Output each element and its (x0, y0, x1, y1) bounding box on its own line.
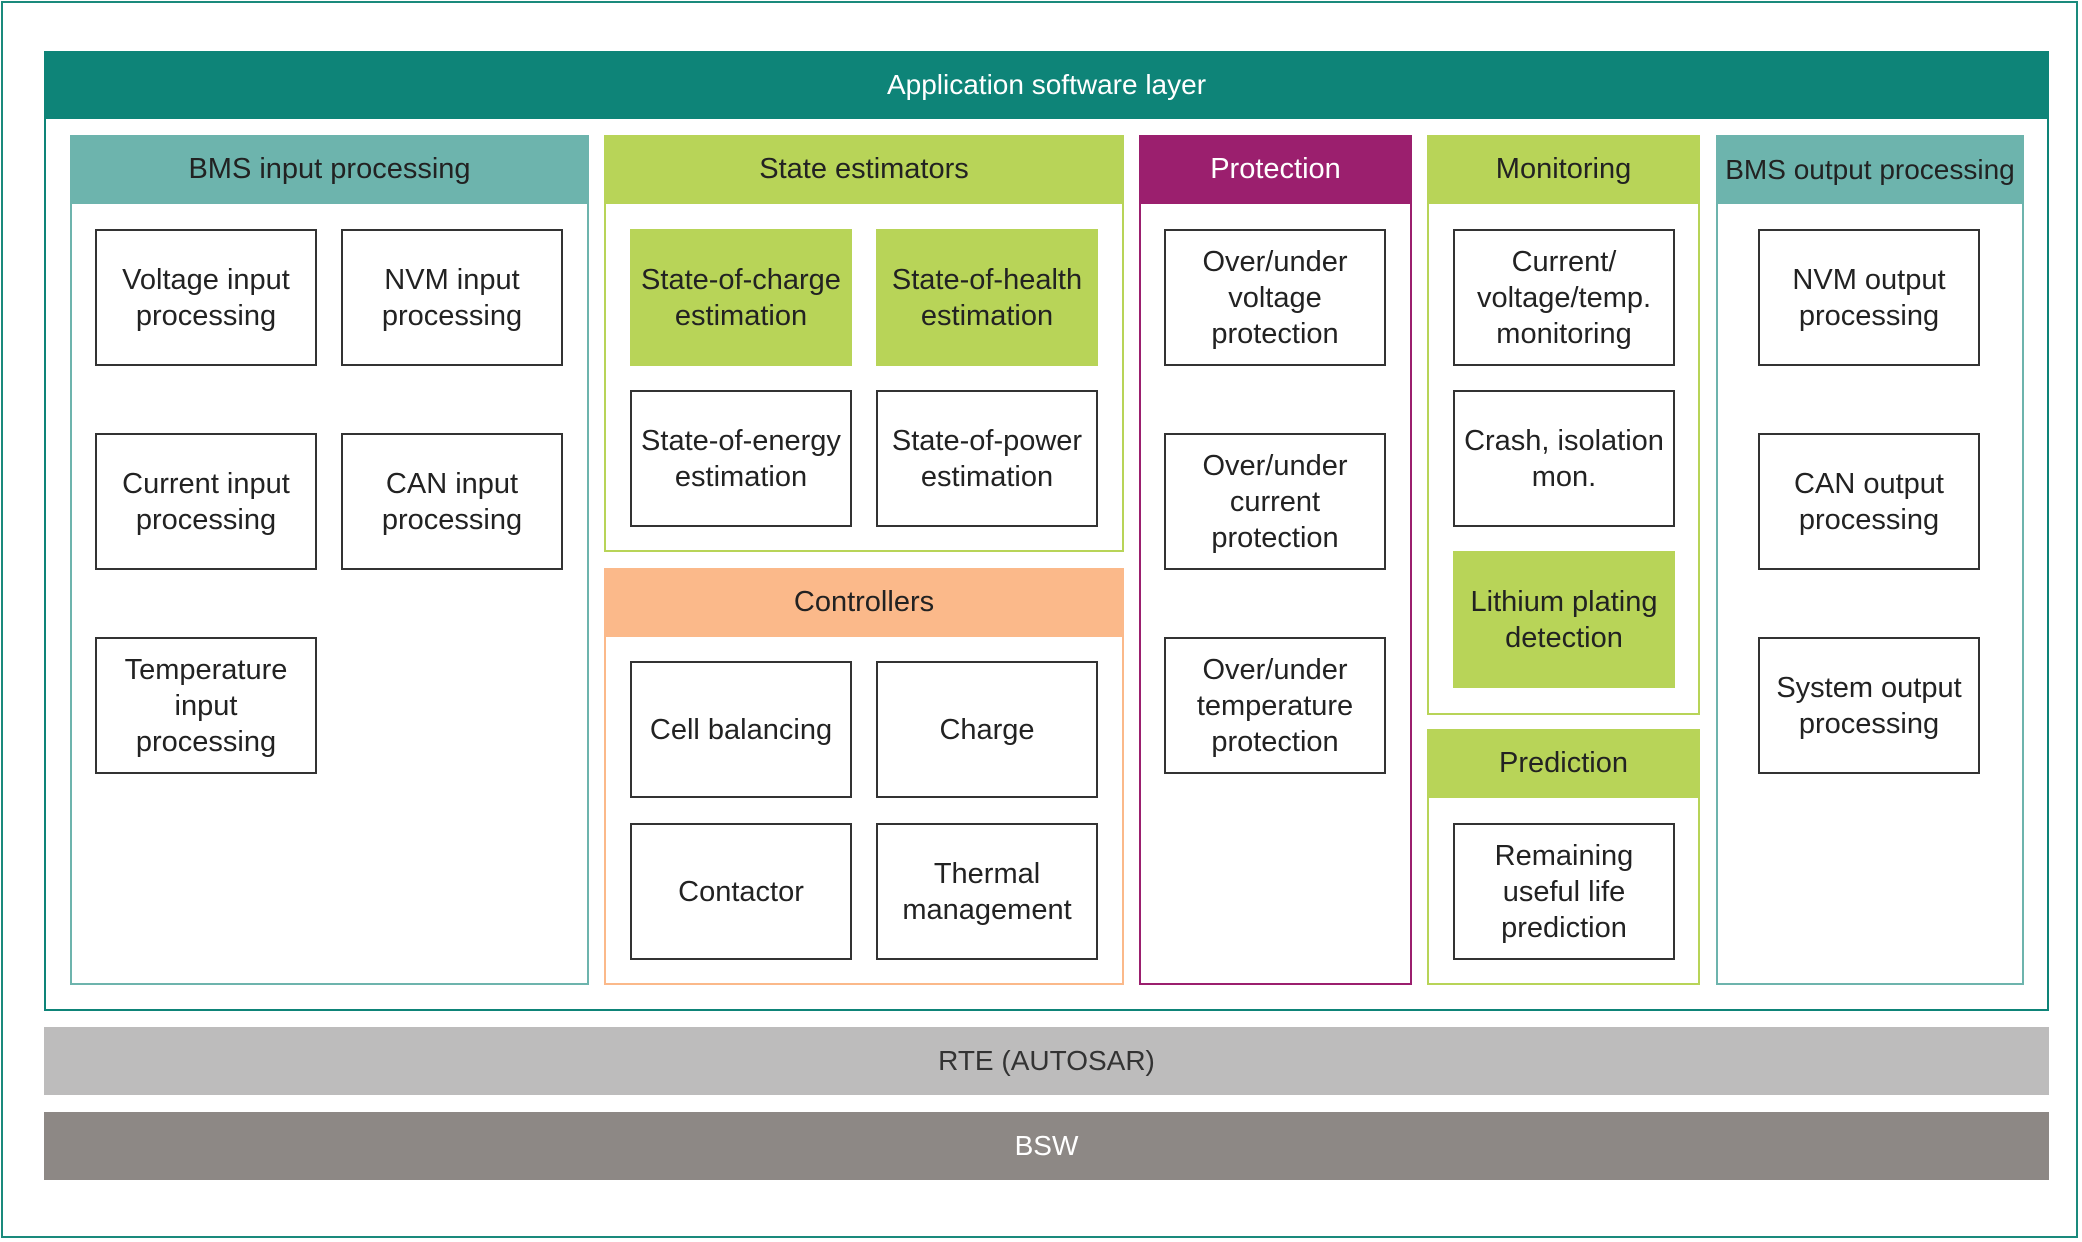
current-voltage-temp-monitoring-box: Current/ voltage/temp. monitoring (1453, 229, 1675, 366)
can-input-box: CAN input processing (341, 433, 563, 570)
remaining-useful-life-box: Remaining useful life prediction (1453, 823, 1675, 960)
prediction-title: Prediction (1427, 729, 1700, 798)
soe-estimation-box: State-of-energy estimation (630, 390, 852, 527)
can-output-box: CAN output processing (1758, 433, 1980, 570)
voltage-input-box: Voltage input processing (95, 229, 317, 366)
protection-title: Protection (1139, 135, 1412, 204)
thermal-management-box: Thermal management (876, 823, 1098, 960)
application-layer-title: Application software layer (44, 51, 2049, 119)
bsw-layer: BSW (44, 1112, 2049, 1180)
lithium-plating-detection-box: Lithium plating detection (1453, 551, 1675, 688)
temperature-protection-box: Over/under temperature protection (1164, 637, 1386, 774)
crash-isolation-monitoring-box: Crash, isolation mon. (1453, 390, 1675, 527)
sop-estimation-box: State-of-power estimation (876, 390, 1098, 527)
soh-estimation-box: State-of-health estimation (876, 229, 1098, 366)
nvm-input-box: NVM input processing (341, 229, 563, 366)
soc-estimation-box: State-of-charge estimation (630, 229, 852, 366)
charge-box: Charge (876, 661, 1098, 798)
controllers-title: Controllers (604, 568, 1124, 637)
contactor-box: Contactor (630, 823, 852, 960)
cell-balancing-box: Cell balancing (630, 661, 852, 798)
temperature-input-box: Temperature input processing (95, 637, 317, 774)
system-output-box: System output processing (1758, 637, 1980, 774)
bms-input-title: BMS input processing (70, 135, 589, 204)
current-input-box: Current input processing (95, 433, 317, 570)
voltage-protection-box: Over/under voltage protection (1164, 229, 1386, 366)
rte-layer: RTE (AUTOSAR) (44, 1027, 2049, 1095)
current-protection-box: Over/under current protection (1164, 433, 1386, 570)
bms-output-title: BMS output processing (1716, 135, 2024, 204)
monitoring-title: Monitoring (1427, 135, 1700, 204)
state-estimators-title: State estimators (604, 135, 1124, 204)
nvm-output-box: NVM output processing (1758, 229, 1980, 366)
